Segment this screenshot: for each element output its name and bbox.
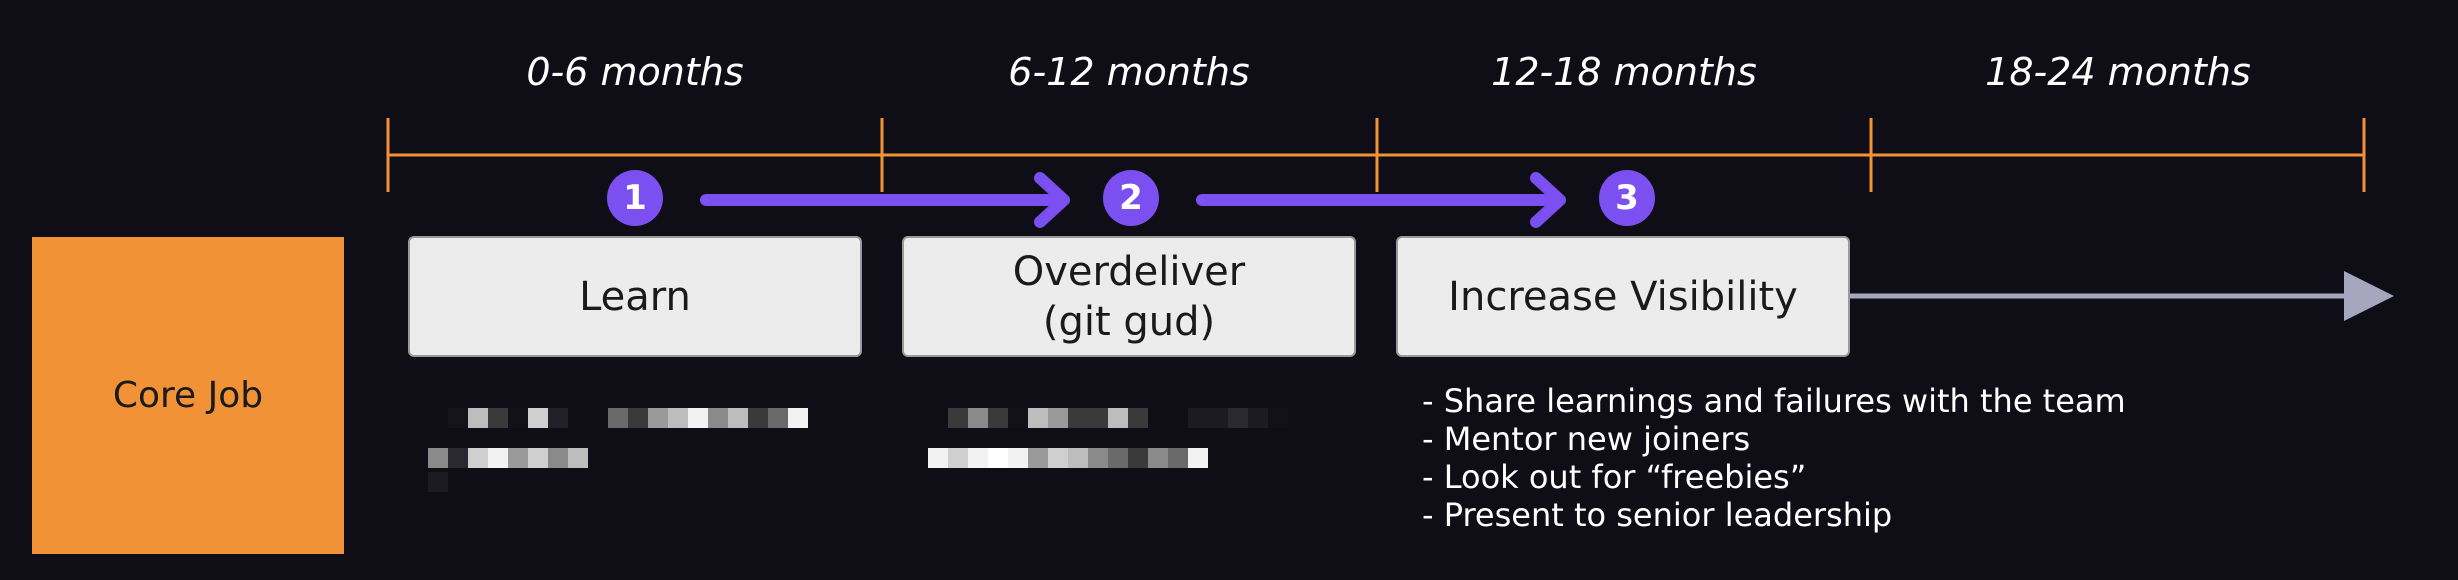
- stage-subtitle: (git gud): [1042, 298, 1216, 345]
- step-badge-3: 3: [1599, 170, 1655, 226]
- flow-arrow-2-to-3: [1196, 172, 1566, 228]
- redacted-note-learn-line3: [428, 472, 448, 492]
- period-label-6-12: 6-12 months: [1008, 50, 1250, 94]
- stage-title: Increase Visibility: [1448, 273, 1798, 320]
- stage-title: Overdeliver: [1012, 248, 1246, 295]
- list-item: - Present to senior leadership: [1422, 496, 1893, 534]
- flow-arrow-1-to-2: [700, 172, 1070, 228]
- period-label-12-18: 12-18 months: [1491, 50, 1757, 94]
- list-item: - Look out for “freebies”: [1422, 458, 1807, 496]
- stage-box-increase-visibility: Increase Visibility: [1396, 236, 1850, 357]
- redacted-note-learn-line2: [428, 448, 588, 468]
- stage-box-learn: Learn: [408, 236, 862, 357]
- core-job-label: Core Job: [112, 375, 264, 416]
- period-label-0-6: 0-6 months: [526, 50, 744, 94]
- period-label-18-24: 18-24 months: [1985, 50, 2251, 94]
- redacted-note-overdeliver-line2: [928, 448, 1208, 468]
- redacted-note-learn-line1: [448, 408, 808, 428]
- step-badge-1: 1: [607, 170, 663, 226]
- redacted-note-overdeliver-line1: [948, 408, 1288, 428]
- stage-box-overdeliver: Overdeliver (git gud): [902, 236, 1356, 357]
- visibility-actions-list: - Share learnings and failures with the …: [1422, 382, 2126, 534]
- list-item: - Mentor new joiners: [1422, 420, 1751, 458]
- step-badge-2: 2: [1103, 170, 1159, 226]
- stage-title: Learn: [579, 273, 691, 320]
- list-item: - Share learnings and failures with the …: [1422, 382, 2126, 420]
- core-job-block: Core Job: [32, 237, 344, 554]
